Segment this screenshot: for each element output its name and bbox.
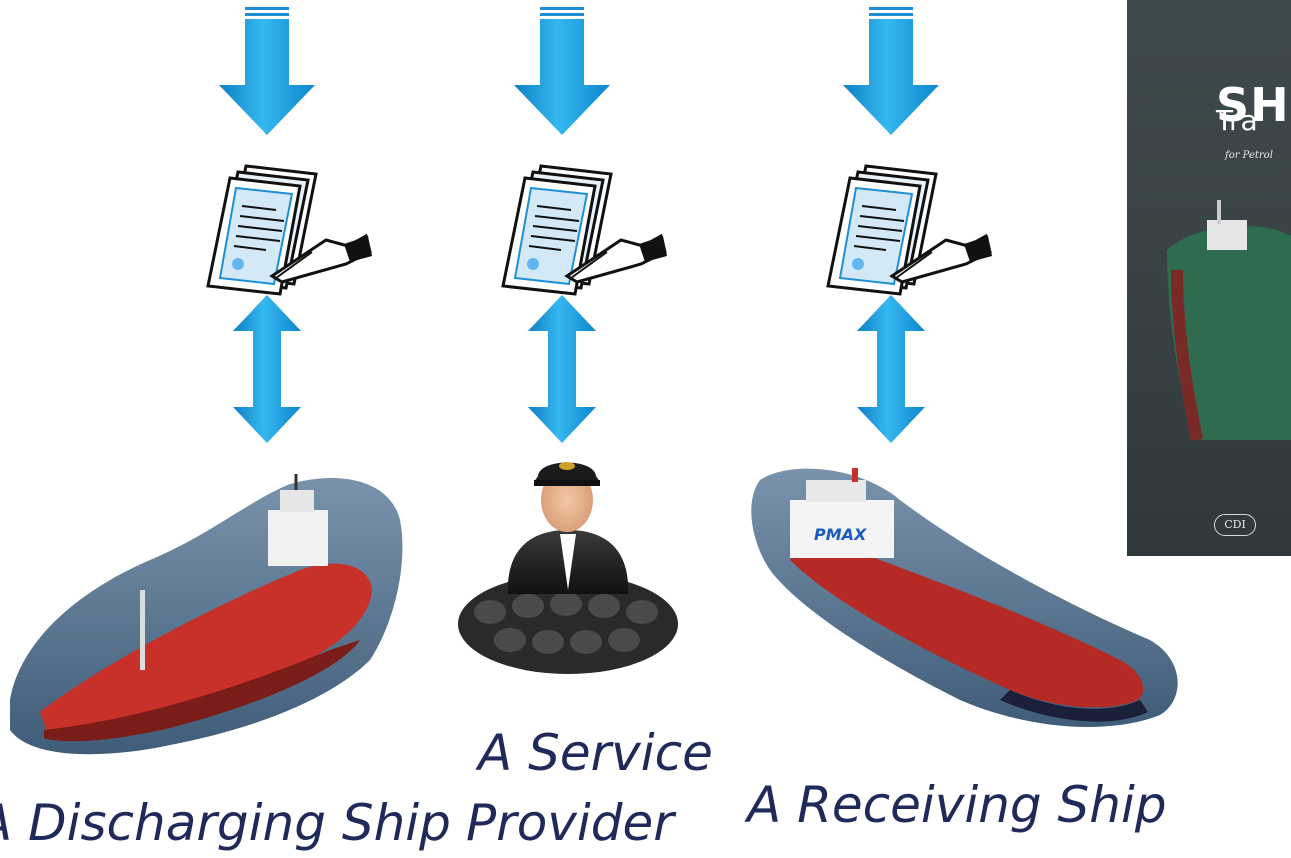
down-arrow-discharging [219, 7, 315, 135]
caption-receiving-ship: A Receiving Ship [747, 776, 1167, 834]
book-subtitle: Tra [1216, 104, 1258, 137]
caption-discharging-ship: A Discharging Ship [0, 794, 451, 852]
service-provider-image [458, 462, 678, 674]
document-icon-receiving [826, 164, 994, 296]
down-arrow-receiving [843, 7, 939, 135]
double-arrow-provider [528, 295, 596, 443]
caption-service-provider-line1: A Service [478, 724, 713, 782]
book-publisher-logo: CDI [1214, 514, 1256, 536]
document-icon-discharging [206, 164, 374, 296]
caption-service-provider-line2: Provider [466, 794, 674, 852]
book-title: SH [1216, 78, 1290, 132]
discharging-ship-image [10, 474, 403, 755]
receiving-ship-image: PMAX [751, 468, 1178, 727]
book-cover-image: SH Tra for Petrol CDI [1127, 0, 1291, 556]
double-arrow-receiving [857, 295, 925, 443]
double-arrow-discharging [233, 295, 301, 443]
down-arrow-provider [514, 7, 610, 135]
book-small-text: for Petrol [1225, 150, 1273, 161]
document-icon-provider [501, 164, 669, 296]
book-ship-photo [1167, 200, 1291, 442]
svg-text:PMAX: PMAX [814, 525, 867, 544]
